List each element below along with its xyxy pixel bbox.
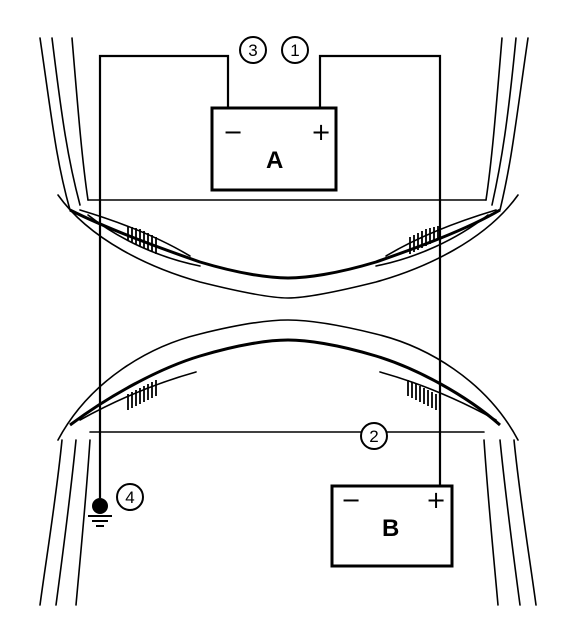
battery-b-positive: +	[426, 486, 446, 514]
vehicle-b-right-lamp	[407, 380, 437, 410]
negative-cable	[98, 54, 230, 498]
vehicle-b-body	[39, 319, 537, 606]
battery-b: − + B	[330, 484, 454, 568]
ground-symbol	[88, 498, 112, 527]
jumper-cables	[98, 54, 442, 498]
battery-b-negative: −	[341, 486, 361, 514]
callout-2: 2	[360, 422, 388, 450]
battery-a-positive: +	[311, 118, 331, 146]
battery-a-negative: −	[223, 118, 243, 146]
battery-b-label: B	[382, 515, 399, 542]
callout-3-text: 3	[248, 41, 257, 60]
callout-4: 4	[116, 483, 144, 511]
battery-a-label: A	[266, 147, 283, 174]
callout-1-text: 1	[290, 41, 299, 60]
callout-4-text: 4	[125, 488, 134, 507]
vehicle-a-right-lamp	[409, 226, 439, 254]
battery-a: − + A	[210, 106, 338, 192]
vehicle-b-left-lamp	[127, 380, 157, 410]
callout-1: 1	[281, 36, 309, 64]
positive-cable	[318, 54, 442, 486]
callout-3: 3	[239, 36, 267, 64]
callout-2-text: 2	[369, 427, 378, 446]
vehicle-a-left-lamp	[127, 226, 157, 254]
